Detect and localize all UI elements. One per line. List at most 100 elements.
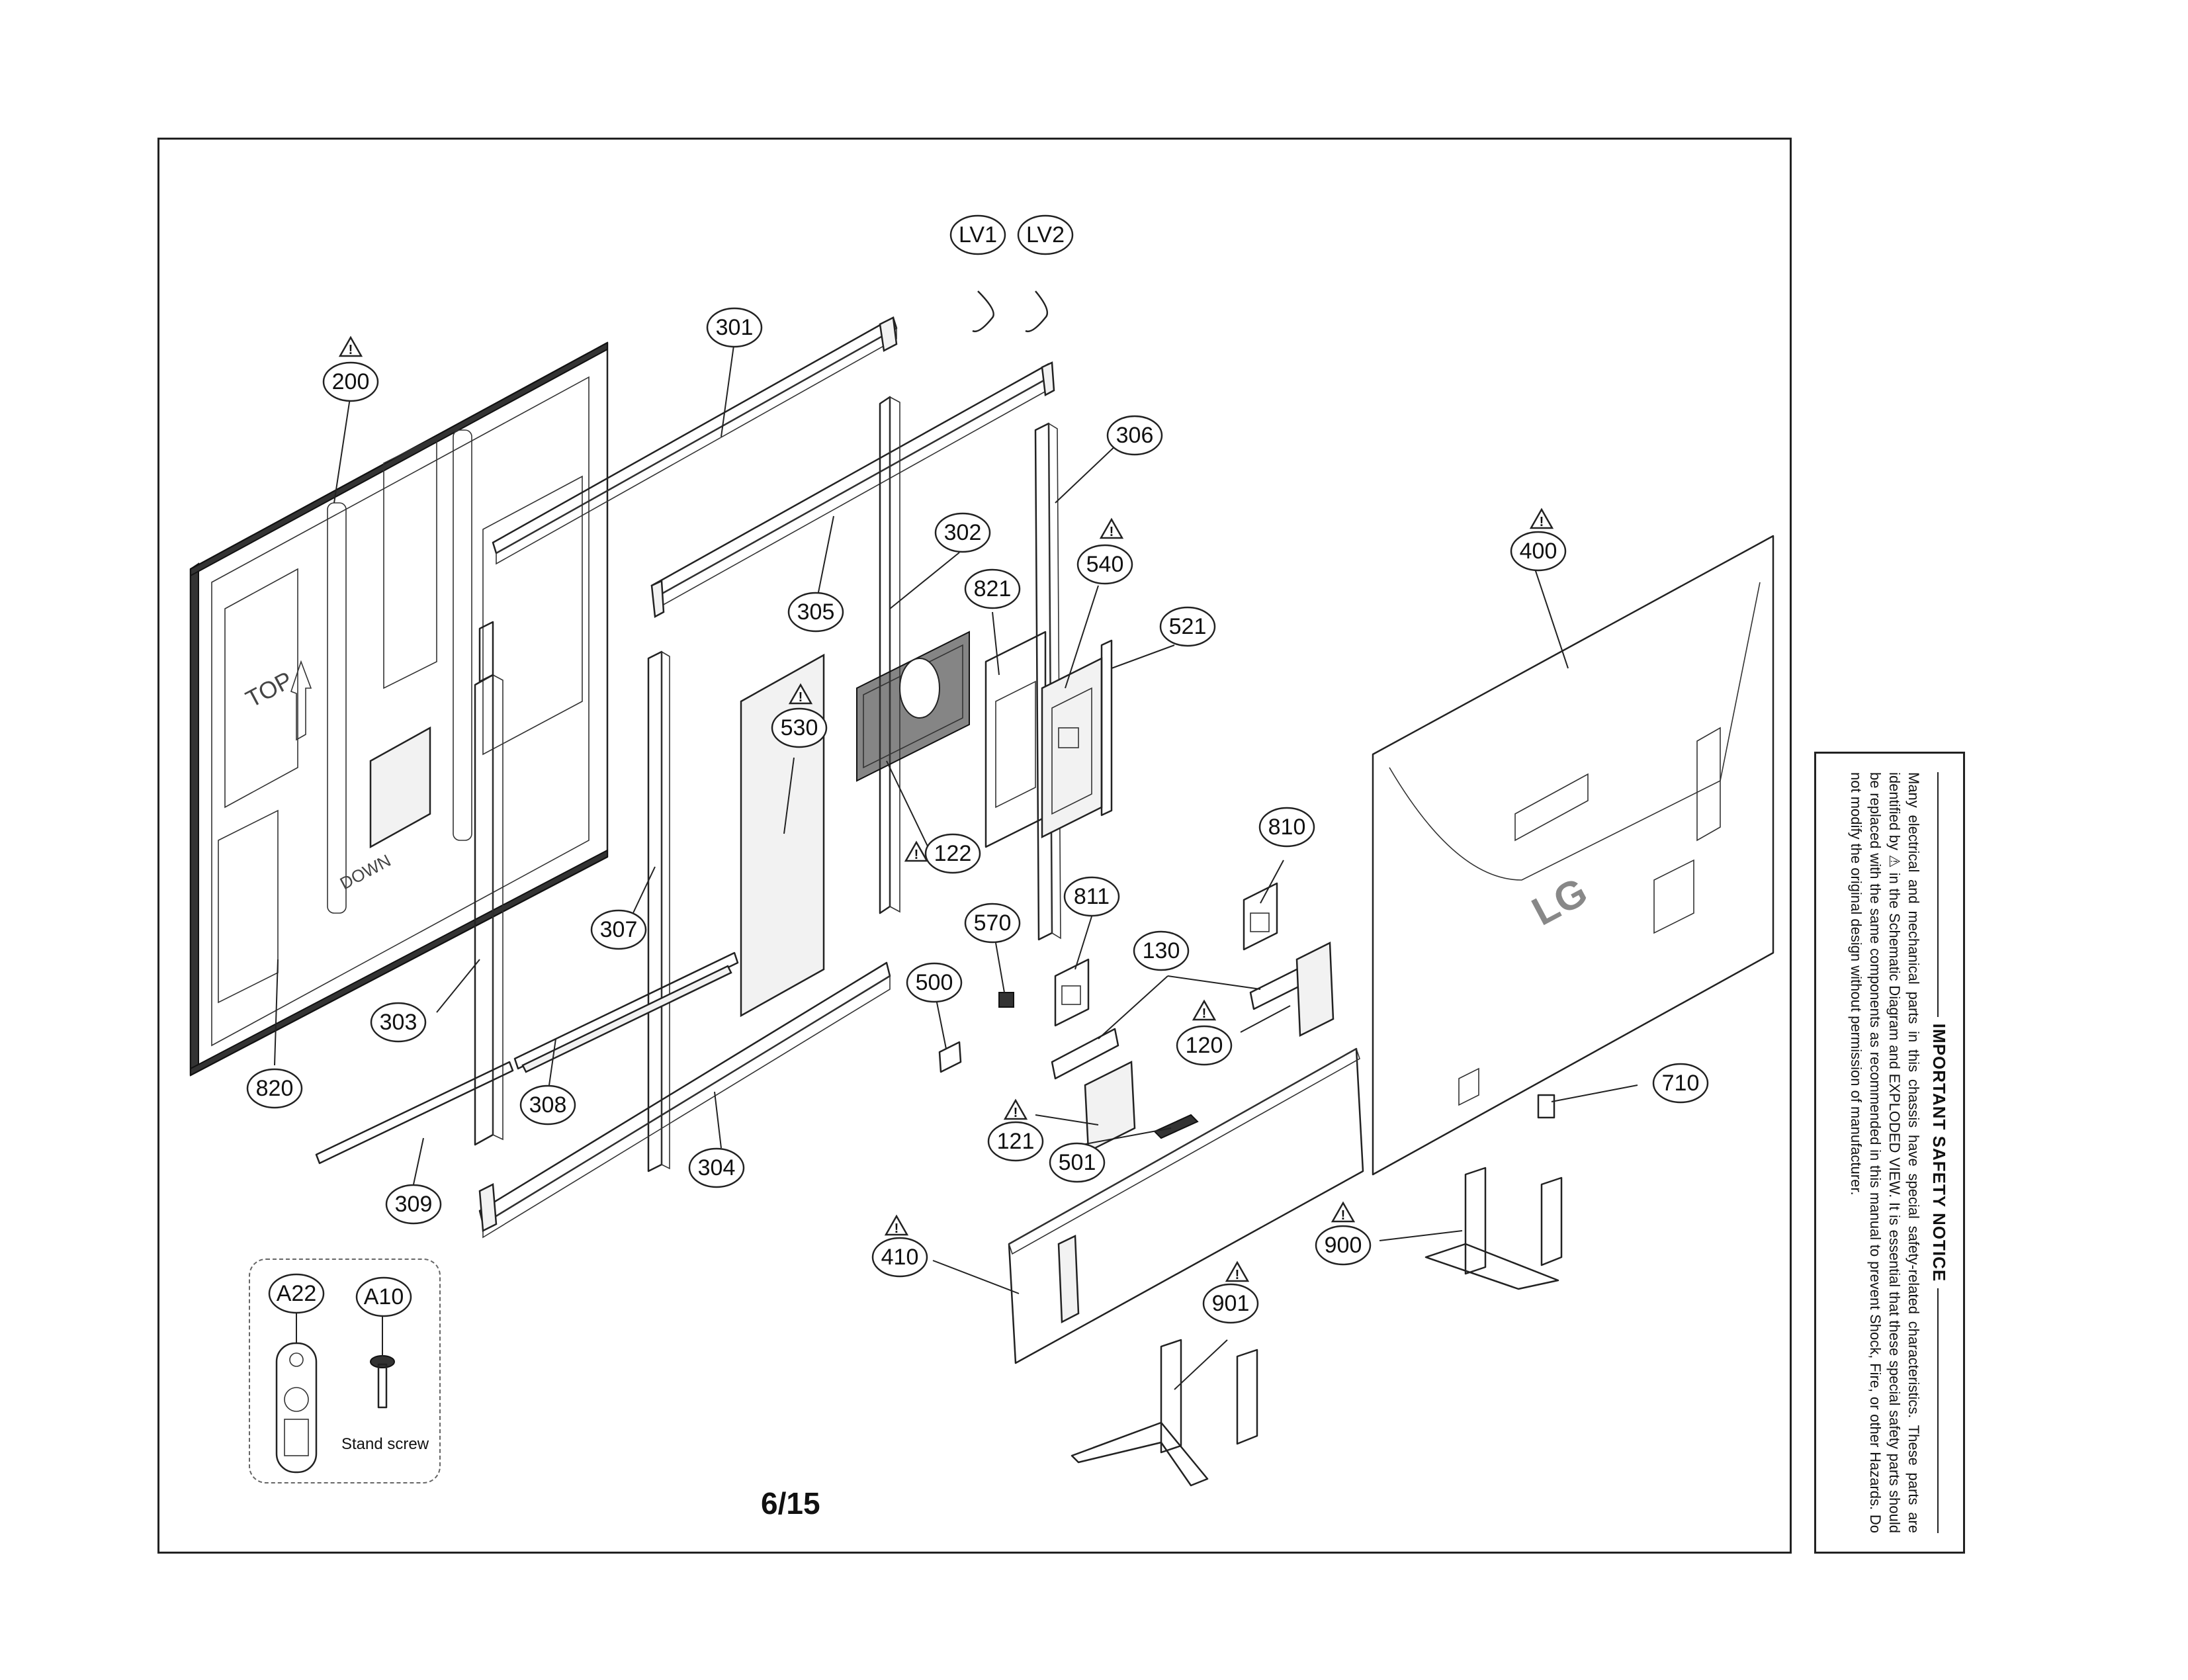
- svg-text:710: 710: [1662, 1071, 1700, 1096]
- callout-lv1: LV1: [949, 214, 1006, 255]
- part-410-bottom-cover: [1008, 1047, 1364, 1364]
- svg-text:!: !: [895, 1221, 899, 1236]
- part-521-strip: [1100, 639, 1113, 817]
- warning-icon: !: [1099, 517, 1124, 539]
- leader-lines: [274, 340, 1638, 1390]
- svg-text:308: 308: [529, 1092, 567, 1118]
- callout-410: 410: [871, 1237, 928, 1278]
- svg-text:811: 811: [1074, 884, 1110, 909]
- svg-text:!: !: [914, 848, 919, 862]
- svg-text:810: 810: [1268, 815, 1306, 840]
- part-122-grid-bracket: [856, 631, 970, 782]
- svg-text:122: 122: [934, 841, 972, 866]
- callout-130: 130: [1133, 930, 1190, 971]
- svg-text:121: 121: [997, 1129, 1035, 1154]
- svg-text:!: !: [1235, 1268, 1240, 1282]
- svg-text:521: 521: [1169, 614, 1207, 639]
- svg-text:!: !: [1014, 1106, 1018, 1120]
- part-130-bracket: [1051, 1028, 1119, 1080]
- svg-text:304: 304: [698, 1155, 736, 1180]
- callout-lv2: LV2: [1017, 214, 1074, 255]
- part-570-piece: [998, 992, 1014, 1008]
- svg-text:540: 540: [1086, 552, 1124, 577]
- part-530-sheet: [740, 653, 825, 1018]
- svg-text:LV2: LV2: [1026, 222, 1065, 247]
- part-308-speaker-bar: [513, 951, 739, 1073]
- part-120-bracket: [1249, 942, 1335, 1037]
- svg-text:307: 307: [600, 917, 638, 942]
- warning-icon: !: [884, 1214, 909, 1236]
- part-540-main-board: [1041, 656, 1103, 839]
- svg-text:501: 501: [1059, 1150, 1096, 1175]
- part-400-back-cover: LG: [1372, 535, 1774, 1176]
- part-121-bracket: [1084, 1061, 1136, 1153]
- diagram-frame: [157, 138, 1792, 1554]
- stand-screw-label: Stand screw: [341, 1435, 429, 1453]
- svg-text:!: !: [1202, 1006, 1207, 1021]
- part-811-bracket: [1054, 958, 1090, 1027]
- part-309-speaker-bar: [315, 1061, 514, 1165]
- accessories-box: [249, 1259, 441, 1483]
- svg-text:570: 570: [974, 910, 1012, 936]
- svg-text:200: 200: [332, 369, 370, 394]
- svg-text:302: 302: [944, 520, 982, 545]
- svg-text:!: !: [1341, 1208, 1346, 1223]
- svg-text:303: 303: [380, 1010, 417, 1035]
- part-810-bracket: [1243, 882, 1278, 951]
- svg-text:306: 306: [1116, 423, 1154, 448]
- warning-icon: !: [338, 335, 363, 357]
- warning-icon: !: [904, 840, 929, 862]
- callout-309: 309: [385, 1184, 442, 1225]
- svg-text:500: 500: [916, 970, 953, 995]
- callout-301: 301: [706, 307, 763, 348]
- svg-text:A22: A22: [277, 1281, 317, 1306]
- svg-text:120: 120: [1186, 1033, 1223, 1058]
- callout-a10: A10: [355, 1276, 412, 1317]
- part-303-side-bar: [474, 621, 503, 1146]
- part-301-top-rail: [492, 316, 898, 565]
- callout-811: 811: [1063, 876, 1120, 917]
- callout-121: 121: [987, 1121, 1044, 1162]
- safety-notice-content: IMPORTANT SAFETY NOTICE Many electrical …: [1830, 772, 1949, 1533]
- callout-900: 900: [1315, 1225, 1372, 1266]
- svg-text:301: 301: [716, 315, 754, 340]
- safety-notice-body: Many electrical and mechanical parts in …: [1848, 772, 1922, 1533]
- callout-120: 120: [1176, 1025, 1233, 1066]
- panel-down-mark: DOWN: [337, 850, 394, 893]
- warning-icon: !: [788, 683, 813, 705]
- callout-821: 821: [964, 568, 1021, 609]
- svg-text:!: !: [1110, 525, 1114, 539]
- safety-notice-box: IMPORTANT SAFETY NOTICE Many electrical …: [1814, 752, 1965, 1554]
- warning-icon: !: [1225, 1260, 1250, 1282]
- svg-text:LV1: LV1: [959, 222, 997, 247]
- svg-text:A10: A10: [364, 1284, 404, 1309]
- callout-710: 710: [1652, 1063, 1709, 1104]
- callout-122: 122: [924, 833, 981, 874]
- page-number: 6/15: [761, 1486, 820, 1521]
- svg-text:400: 400: [1520, 539, 1557, 564]
- part-500-piece: [938, 1041, 962, 1073]
- callout-570: 570: [964, 903, 1021, 944]
- callout-304: 304: [688, 1147, 745, 1188]
- callout-303: 303: [370, 1002, 427, 1043]
- part-200-display-panel: TOP DOWN: [189, 341, 609, 1077]
- svg-text:901: 901: [1212, 1291, 1250, 1316]
- callout-306: 306: [1106, 415, 1163, 456]
- warning-icon: !: [1529, 508, 1554, 529]
- callout-200: 200: [322, 361, 379, 402]
- callout-400: 400: [1510, 531, 1567, 572]
- svg-text:!: !: [1540, 515, 1544, 529]
- callout-a22: A22: [268, 1273, 325, 1314]
- svg-text:305: 305: [797, 599, 835, 625]
- part-900-stand: [1424, 1167, 1563, 1290]
- callout-901: 901: [1202, 1283, 1259, 1324]
- part-710-piece: [1537, 1094, 1555, 1119]
- panel-top-mark: TOP: [241, 666, 297, 713]
- part-304-bottom-rail: [478, 961, 891, 1239]
- part-307-vertical-strip: [647, 650, 670, 1172]
- warning-icon: !: [1192, 999, 1217, 1021]
- svg-text:530: 530: [781, 715, 818, 740]
- svg-text:820: 820: [256, 1076, 294, 1101]
- svg-text:821: 821: [974, 576, 1012, 601]
